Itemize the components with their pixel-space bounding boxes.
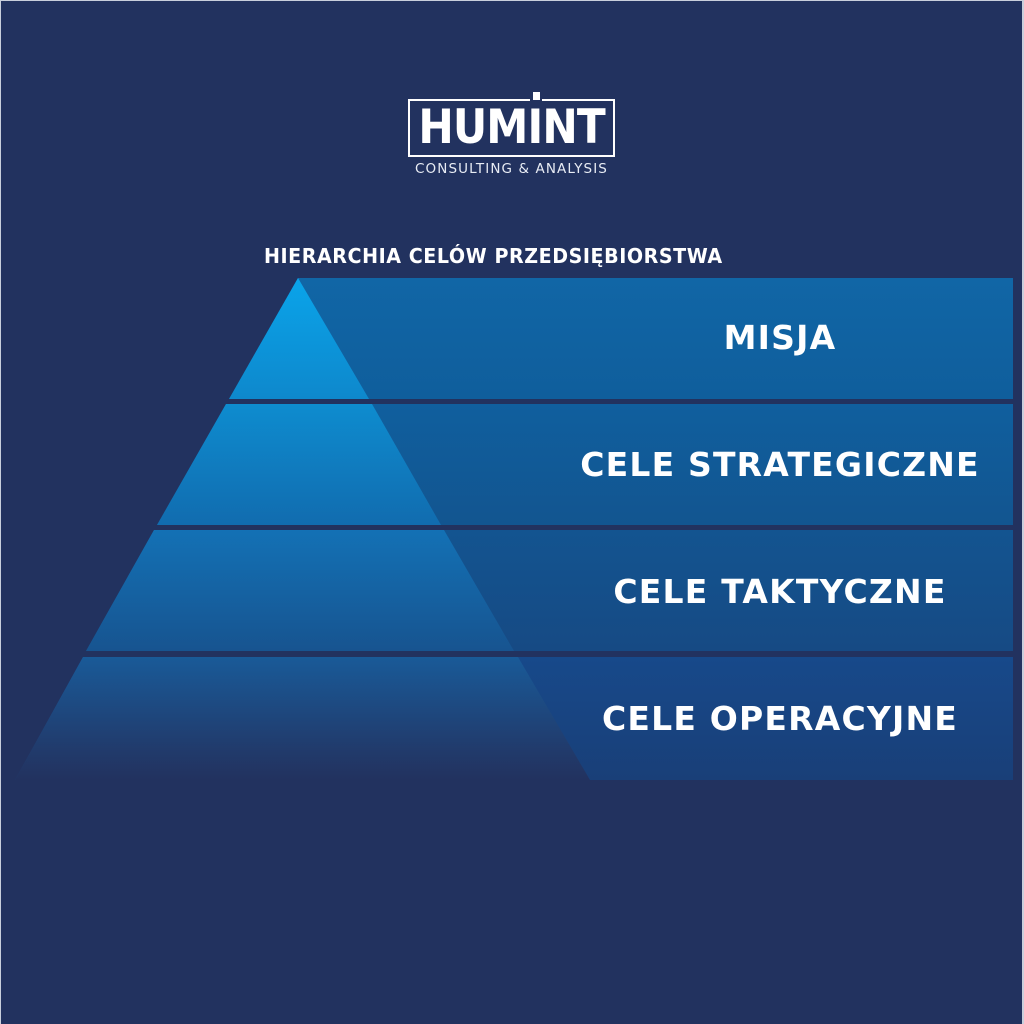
diagram-title: HIERARCHIA CELÓW PRZEDSIĘBIORSTWA <box>264 244 723 268</box>
band-misja <box>229 278 1013 399</box>
pyramid-slice-taktyczne <box>86 530 514 651</box>
level-label-strategiczne: CELE STRATEGICZNE <box>580 445 980 484</box>
level-label-taktyczne: CELE TAKTYCZNE <box>613 572 947 611</box>
pyramid-slice-misja <box>229 278 369 399</box>
logo-i-dot <box>533 92 540 100</box>
logo-border <box>408 99 615 157</box>
level-label-operacyjne: CELE OPERACYJNE <box>601 699 959 738</box>
logo-tagline: CONSULTING & ANALYSIS <box>415 161 608 177</box>
pyramid-slice-operacyjne <box>15 657 590 780</box>
pyramid-slice-strategiczne <box>157 404 441 525</box>
level-label-misja: MISJA <box>723 318 837 357</box>
logo-wordmark: HUMINT <box>418 100 605 155</box>
humint-logo: HUMINT CONSULTING & ANALYSIS <box>408 92 615 179</box>
